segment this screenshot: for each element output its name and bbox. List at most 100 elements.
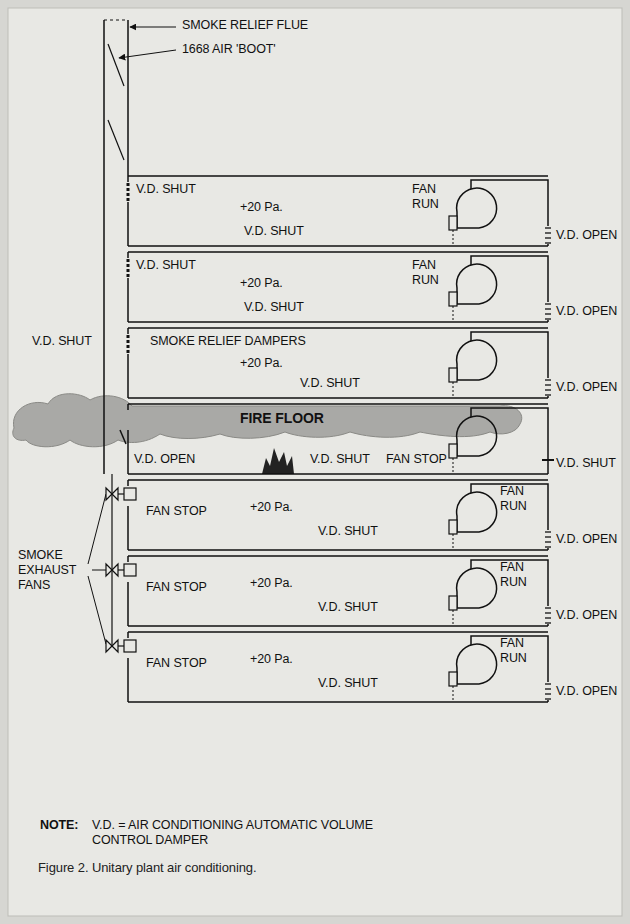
leader-line: [88, 494, 106, 564]
floor-slab: [128, 549, 548, 551]
damper-open: [545, 607, 551, 608]
wall: [127, 658, 129, 702]
exhaust-fan-box: [124, 488, 136, 500]
supply-duct: [471, 484, 548, 530]
wall: [127, 506, 129, 550]
pressure-label: +20 Pa.: [250, 576, 293, 591]
leader-line: [92, 570, 106, 571]
fan-symbol: [457, 264, 497, 304]
supply-duct: [547, 454, 549, 474]
damper-status: V.D. OPEN: [556, 228, 617, 243]
damper-status: V.D. OPEN: [134, 452, 195, 467]
exhaust-duct: [111, 474, 112, 646]
fan-status: FAN STOP: [386, 452, 447, 467]
exhaust-fan-box: [124, 640, 136, 652]
damper-shut: [453, 458, 454, 474]
wall: [127, 556, 129, 562]
damper-open: [545, 683, 551, 684]
fan-symbol: [457, 188, 497, 228]
damper-label: SMOKE RELIEF DAMPERS: [150, 334, 306, 349]
pressure-label: +20 Pa.: [240, 276, 283, 291]
fan-status: FAN RUN: [500, 560, 536, 590]
wall: [127, 354, 129, 398]
damper-status: V.D. OPEN: [556, 380, 617, 395]
pressure-label: +20 Pa.: [250, 652, 293, 667]
damper-open: [545, 389, 551, 390]
leader-line: [88, 576, 106, 644]
fan-status: FAN STOP: [146, 656, 207, 671]
damper-open: [545, 536, 551, 537]
damper-open: [545, 313, 551, 314]
damper-box: [449, 292, 457, 306]
panel: [8, 8, 622, 916]
leader-line: [130, 27, 176, 28]
damper-status: V.D. SHUT: [244, 224, 304, 239]
damper-shut: [453, 534, 454, 550]
supply-duct: [547, 320, 549, 322]
fan-symbol: [457, 644, 497, 684]
damper-open: [545, 394, 551, 395]
damper-open: [545, 227, 551, 228]
wall: [127, 582, 129, 626]
exhaust-duct: [118, 645, 124, 646]
damper-shut: [453, 610, 454, 626]
damper-open: [545, 531, 551, 532]
damper-open: [545, 303, 551, 304]
floor-slab: [128, 251, 548, 253]
fan-symbol: [457, 340, 497, 380]
supply-duct: [471, 636, 548, 682]
damper-status: V.D. OPEN: [556, 608, 617, 623]
supply-duct: [547, 244, 549, 246]
supply-duct: [547, 548, 549, 550]
damper-open: [545, 612, 551, 613]
floor-slab: [128, 403, 548, 405]
floor-slab: [128, 397, 548, 399]
fan-symbol: [457, 416, 497, 456]
wall: [127, 202, 129, 246]
wall: [127, 404, 129, 410]
damper-status: V.D. SHUT: [136, 182, 196, 197]
damper-box: [449, 368, 457, 382]
damper-box: [449, 520, 457, 534]
wall: [127, 328, 129, 334]
damper-status: V.D. SHUT: [244, 300, 304, 315]
floor-slab: [128, 245, 548, 247]
fan-status: FAN RUN: [500, 636, 536, 666]
damper-status: V.D. SHUT: [318, 524, 378, 539]
fan-status: FAN STOP: [146, 504, 207, 519]
flue-wall: [127, 20, 129, 176]
damper-status: V.D. SHUT: [318, 600, 378, 615]
damper-open: [545, 622, 551, 623]
damper-shut: [453, 230, 454, 246]
damper-shut: [542, 459, 554, 461]
damper-status: V.D. SHUT: [300, 376, 360, 391]
supply-duct: [471, 180, 548, 226]
wall: [127, 278, 129, 322]
damper-open: [545, 541, 551, 542]
floor-slab: [128, 625, 548, 627]
damper-open: [545, 384, 551, 385]
exhaust-duct: [118, 569, 124, 570]
damper-shut: [127, 259, 130, 277]
supply-duct: [471, 256, 548, 302]
supply-duct: [547, 700, 549, 702]
damper-open: [545, 698, 551, 699]
valve-symbol: [106, 640, 118, 652]
fan-symbol: [457, 568, 497, 608]
supply-duct: [471, 408, 548, 454]
damper-status: V.D. SHUT: [136, 258, 196, 273]
floor-slab: [128, 473, 548, 475]
fire-flame: [262, 448, 294, 474]
fan-status: FAN RUN: [412, 258, 448, 288]
fan-status: FAN RUN: [500, 484, 536, 514]
supply-duct: [547, 624, 549, 626]
damper-status: V.D. SHUT: [556, 456, 616, 471]
supply-duct: [471, 332, 548, 378]
damper-status: V.D. SHUT: [310, 452, 370, 467]
damper-shut: [127, 335, 130, 353]
fan-status: FAN STOP: [146, 580, 207, 595]
air-boot: [108, 120, 124, 160]
wall: [127, 252, 129, 258]
figure-caption: Figure 2. Unitary plant air conditioning…: [38, 860, 256, 875]
damper-shut: [127, 183, 130, 201]
